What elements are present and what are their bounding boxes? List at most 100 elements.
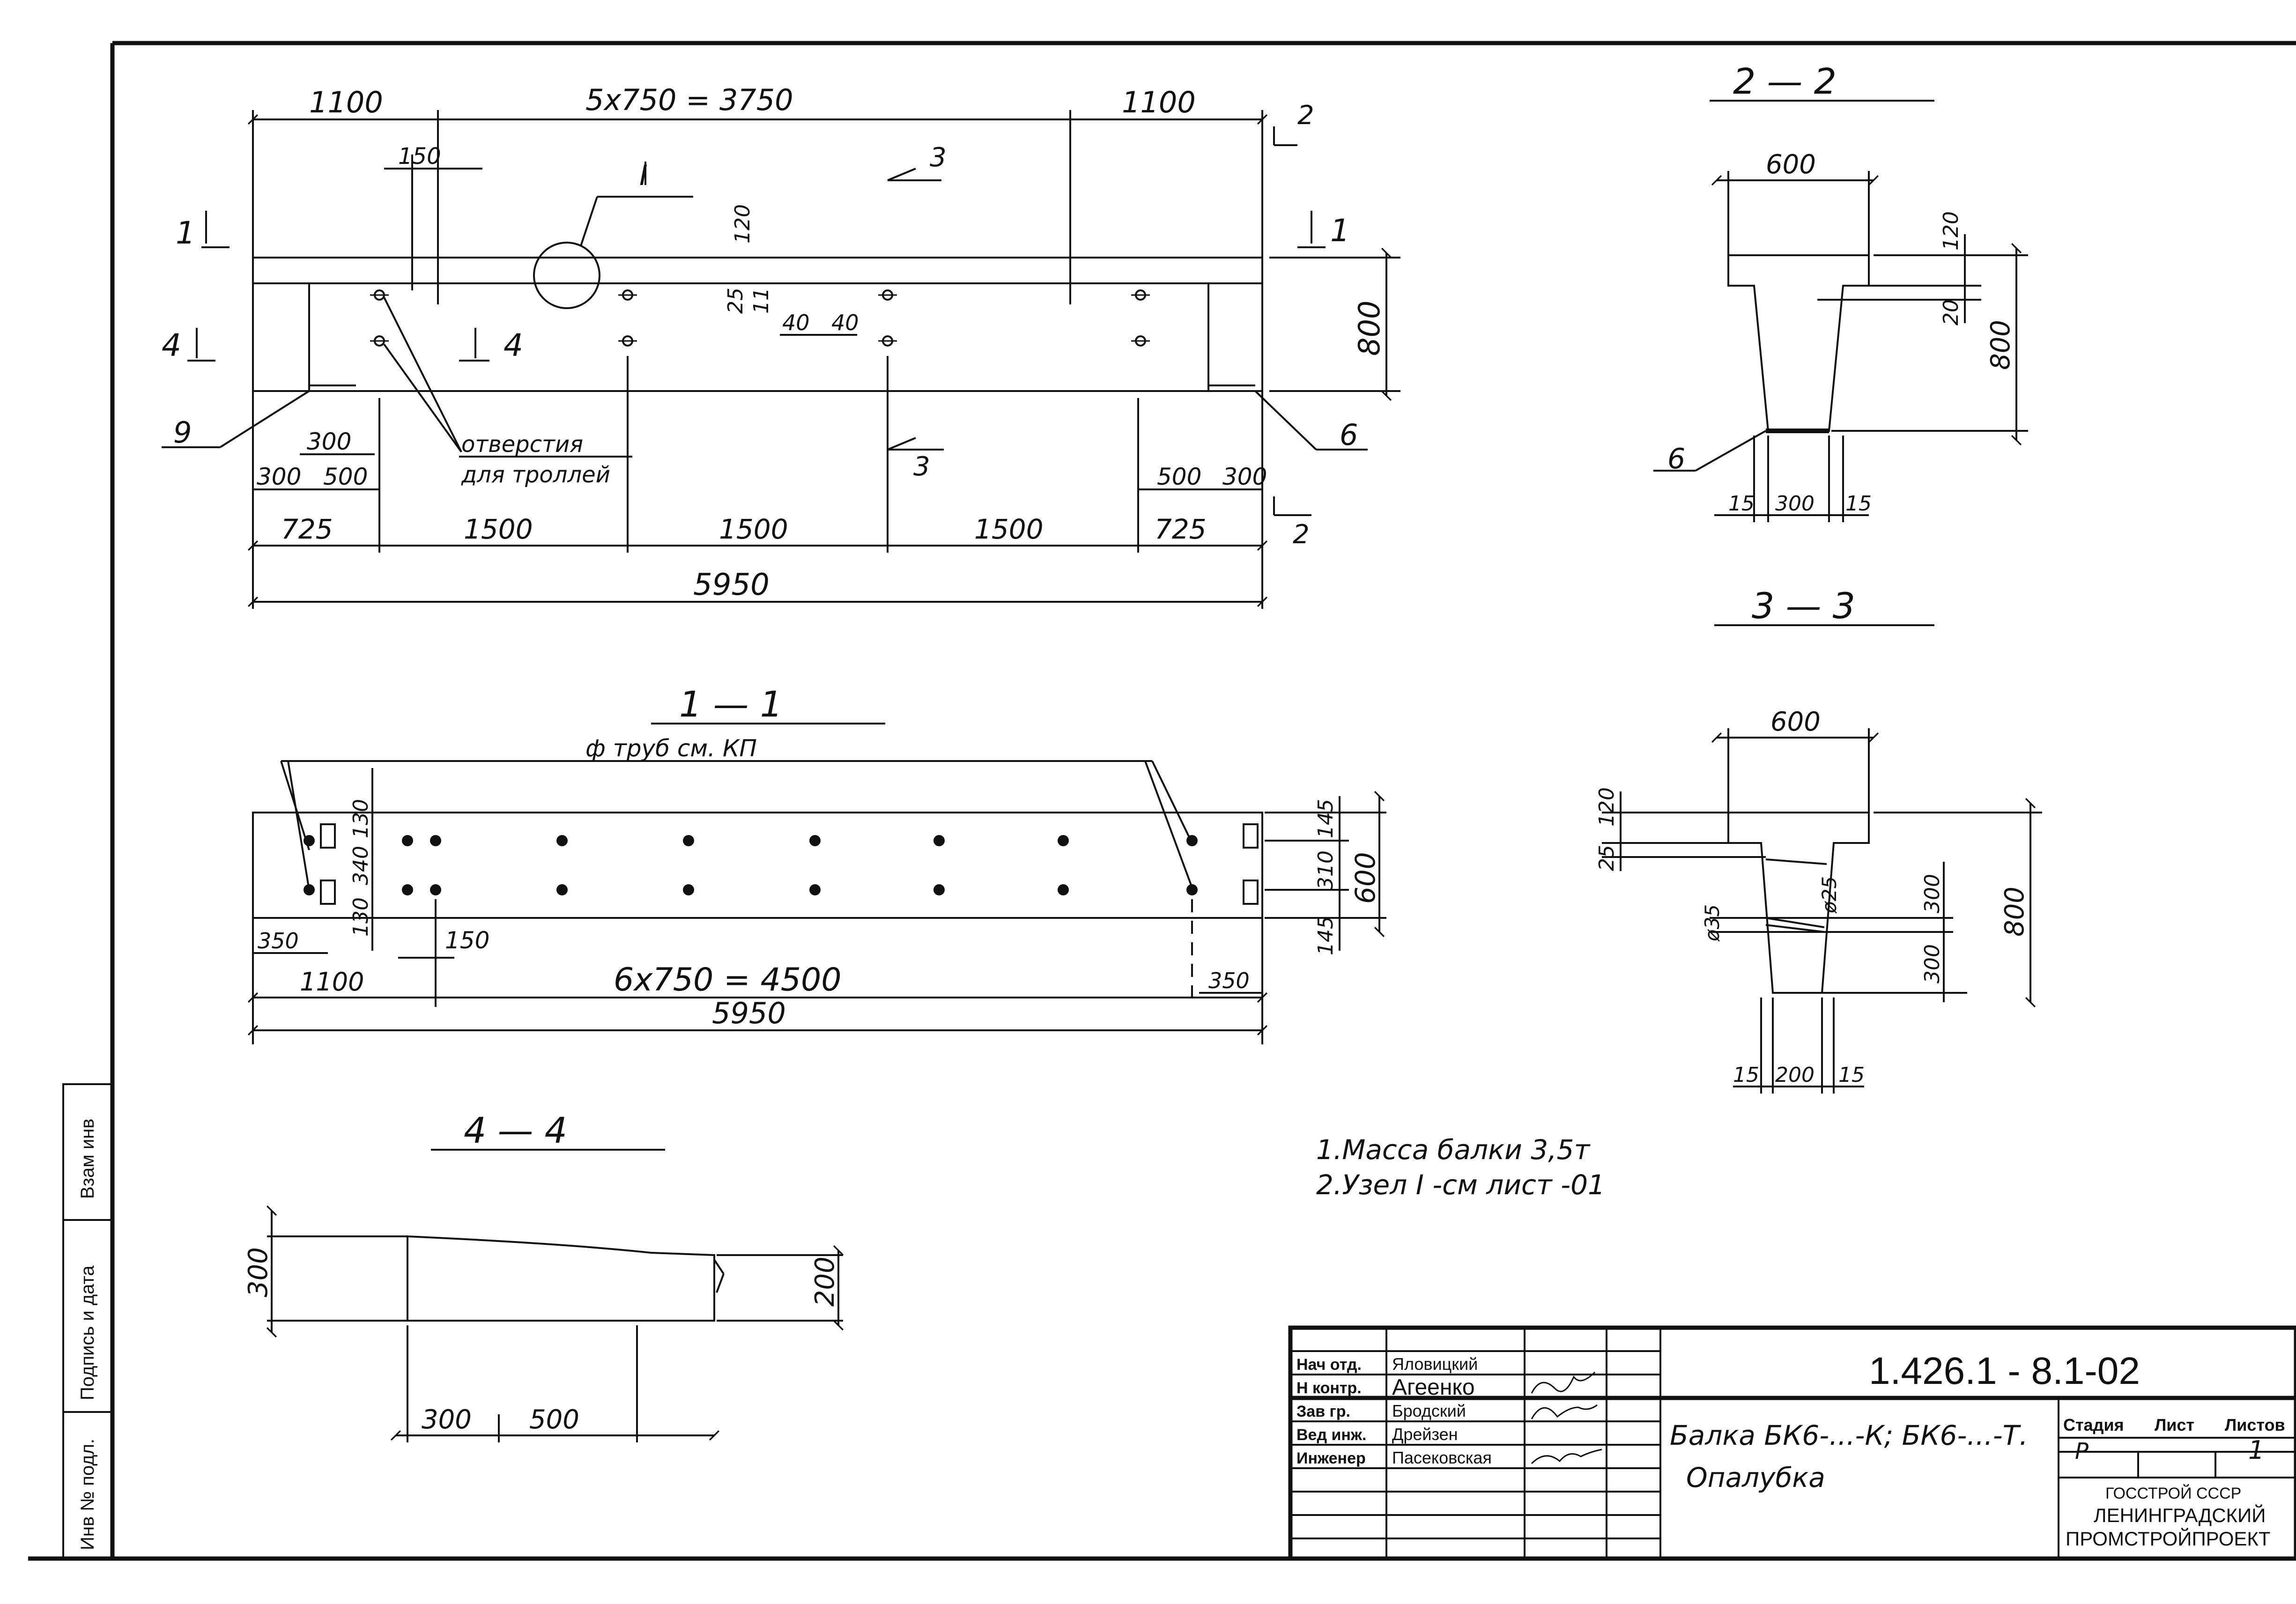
dim-top-center: 5х750 = 3750 — [585, 83, 793, 117]
dim-310: 310 — [1314, 850, 1338, 890]
dim-2-2-15-right: 15 — [1845, 492, 1872, 516]
dim-3-3-300-top: 300 — [1920, 874, 1944, 913]
general-notes: 1.Масса балки 3,5т 2.Узел I -см лист -01 — [1316, 1134, 1605, 1201]
dim-4-4-500: 500 — [529, 1404, 579, 1435]
dim-4-4-200: 200 — [810, 1257, 840, 1307]
role-head: Нач отд. — [1296, 1356, 1362, 1374]
section-mark-4-left: 4 — [162, 327, 181, 363]
stamp-replace: Взам инв — [77, 1118, 98, 1199]
note-2: 2.Узел I -см лист -01 — [1316, 1169, 1605, 1201]
signature-2 — [1531, 1404, 1598, 1419]
taper-outline — [407, 1235, 715, 1322]
dim-25: 25 — [724, 288, 748, 314]
dim-4-4-300-bottom: 300 — [422, 1404, 472, 1435]
node-I-circle — [533, 242, 600, 309]
dim-1100: 1100 — [300, 967, 364, 997]
role-norm-control: Н контр. — [1296, 1379, 1362, 1397]
dim-lower-right-500: 500 — [1157, 463, 1201, 490]
dim-40-a: 40 — [782, 310, 810, 335]
dim-130-top: 130 — [349, 799, 373, 838]
role-engineer: Инженер — [1296, 1449, 1366, 1467]
dia-3-3-35: ø35 — [1701, 904, 1724, 942]
t-section-3-3 — [1727, 812, 1870, 994]
callout-6: 6 — [1340, 418, 1358, 452]
dim-2-2-800: 800 — [1985, 320, 2016, 370]
section-mark-3-bottom: 3 — [913, 451, 930, 482]
dim-bottom-725-left: 725 — [281, 513, 333, 545]
dim-340: 340 — [349, 846, 373, 885]
doc-title-line1: Балка БК6-...-К; БК6-...-Т. — [1670, 1419, 2028, 1451]
right-support-block — [1207, 282, 1263, 392]
signature-3 — [1531, 1449, 1602, 1464]
dim-3-3-200: 200 — [1775, 1063, 1815, 1087]
col-stage: Стадия — [2063, 1415, 2124, 1434]
section-3-3: 3 — 3 600 120 25 ø25 ø35 300 300 800 15 … — [1595, 585, 2042, 1094]
section-1-1: 1 — 1 ф труб см. КП 130 340 130 145 310 — [253, 683, 1386, 1044]
dim-350-left: 350 — [258, 928, 299, 954]
role-lead-eng: Вед инж. — [1296, 1426, 1366, 1444]
note-1: 1.Масса балки 3,5т — [1316, 1134, 1591, 1166]
dim-3-3-25: 25 — [1595, 845, 1619, 871]
title-block: Нач отд. Н контр. Зав гр. Вед инж. Инжен… — [1288, 1325, 2296, 1561]
section-2-2-title: 2 — 2 — [1733, 60, 1837, 102]
dim-top-left: 1100 — [309, 85, 383, 119]
doc-title-line2: Опалубка — [1686, 1462, 1825, 1493]
side-stamp: Взам инв Подпись и дата Инв № подл. — [62, 1083, 113, 1560]
section-mark-2-bottom: 2 — [1293, 519, 1310, 550]
beam-top-flange — [252, 257, 1263, 284]
col-sheets: Листов — [2225, 1415, 2285, 1434]
signature-1 — [1531, 1371, 1596, 1394]
dim-150: 150 — [398, 143, 441, 170]
col-sheet: Лист — [2155, 1415, 2194, 1434]
holes-label-2: для троллей — [461, 462, 610, 488]
dim-3-3-600: 600 — [1770, 707, 1821, 737]
dim-2-2-600: 600 — [1766, 149, 1816, 180]
name-4: Дрейзен — [1392, 1425, 1458, 1444]
dim-lower-right-300: 300 — [1222, 463, 1267, 490]
section-2-2: 2 — 2 600 120 20 800 6 15 300 15 — [1653, 60, 2028, 522]
dim-3-3-15-right: 15 — [1838, 1063, 1865, 1087]
dim-145-bottom: 145 — [1314, 916, 1338, 955]
dim-total: 5950 — [693, 568, 770, 602]
dim-40-b: 40 — [831, 310, 859, 335]
beam-plan: I 1100 5х750 = 3750 1100 150 1 1 4 4 3 3… — [162, 83, 1400, 609]
doc-code: 1.426.1 - 8.1-02 — [1869, 1350, 2140, 1392]
pipe-note: ф труб см. КП — [585, 735, 757, 762]
stamp-inventory: Инв № подл. — [77, 1439, 98, 1550]
node-mark: I — [639, 159, 648, 192]
dim-150: 150 — [445, 927, 489, 954]
stage-value: Р — [2075, 1438, 2089, 1464]
section-mark-1-right: 1 — [1330, 213, 1350, 249]
stamp-signature: Подпись и дата — [77, 1265, 98, 1400]
dim-center: 6х750 = 4500 — [614, 961, 842, 998]
holes-plan — [370, 289, 1150, 347]
name-5: Пасековская — [1392, 1448, 1492, 1467]
org-line-3: ПРОМСТРОЙПРОЕКТ — [2066, 1527, 2271, 1550]
sheet-value: 1 — [2248, 1435, 2264, 1465]
dim-350-right: 350 — [1208, 968, 1250, 993]
section-4-4: 4 — 4 300 200 300 500 — [243, 1109, 843, 1442]
dim-130-bottom: 130 — [349, 897, 373, 937]
org-line-2: ЛЕНИНГРАДСКИЙ — [2094, 1504, 2266, 1526]
dim-3-3-120: 120 — [1595, 787, 1619, 827]
role-group-lead: Зав гр. — [1296, 1403, 1350, 1420]
name-2: Агеенко — [1392, 1375, 1475, 1400]
dim-bottom-1500-c: 1500 — [974, 513, 1044, 545]
left-support-block — [252, 282, 310, 392]
section-3-3-title: 3 — 3 — [1752, 585, 1855, 627]
dia-3-3-25: ø25 — [1818, 876, 1841, 914]
t-section-2-2 — [1727, 254, 1870, 432]
dim-bottom-725-right: 725 — [1155, 513, 1207, 545]
dim-3-3-15-left: 15 — [1733, 1063, 1759, 1087]
dim-300: 300 — [307, 428, 351, 455]
section-mark-2-top: 2 — [1297, 100, 1314, 131]
name-1: Яловицкий — [1392, 1354, 1478, 1374]
holes-1-1 — [304, 835, 1198, 895]
dim-2-2-120: 120 — [1939, 211, 1963, 251]
holes-label-1: отверстия — [461, 431, 583, 458]
dim-11: 11 — [749, 288, 773, 314]
dim-lower-left-300: 300 — [257, 463, 301, 490]
dim-bottom-1500-a: 1500 — [464, 513, 533, 545]
dim-145-top: 145 — [1314, 799, 1338, 838]
section-mark-1-left: 1 — [176, 215, 195, 251]
